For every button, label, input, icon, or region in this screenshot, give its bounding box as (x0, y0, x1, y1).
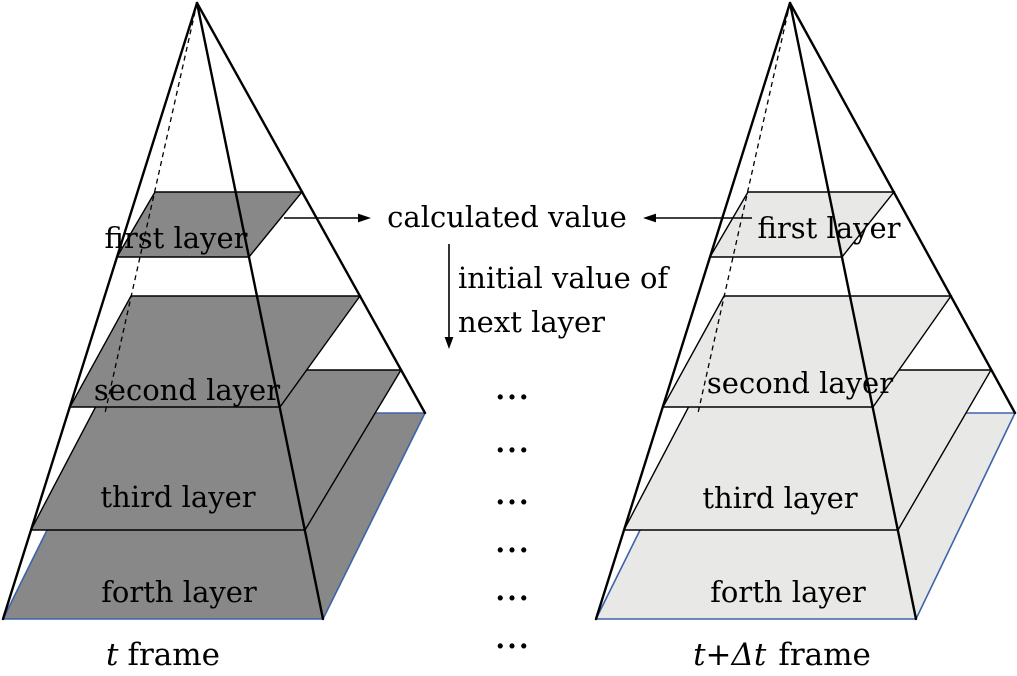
t-pyramid-second-layer-label: second layer (94, 373, 280, 407)
tdt-pyramid-back-right-edge (788, 1, 1017, 415)
tdt-pyramid-left-edge (594, 1, 792, 621)
initial-value-label-line2: next layer (458, 305, 605, 339)
ellipsis-column: ··· ··· ··· ··· ··· ··· (495, 381, 530, 663)
tdt-pyramid-first-layer-label: first layer (758, 211, 901, 245)
ellipsis-row: ··· (495, 434, 530, 467)
ellipsis-row: ··· (495, 582, 530, 615)
arrow-t-first-layer-to-calculated-value (284, 213, 371, 223)
tdt-pyramid-third-layer-label: third layer (702, 481, 857, 515)
calculated-value-label: calculated value (387, 200, 627, 234)
ellipsis-row: ··· (495, 381, 530, 414)
arrow-initial-value-down (444, 244, 454, 349)
tdt-pyramid-hidden-back-edge (697, 2, 791, 414)
t-delta-t-frame-pyramid: first layer second layer third layer for… (594, 1, 1017, 673)
arrowhead-right-icon (358, 213, 371, 223)
initial-value-label-line1: initial value of (458, 261, 670, 295)
t-pyramid-front-right-edge (195, 1, 325, 621)
arrowhead-down-icon (444, 337, 454, 349)
arrowhead-left-icon (643, 213, 656, 223)
ellipsis-row: ··· (495, 534, 530, 567)
ellipsis-row: ··· (495, 486, 530, 519)
ellipsis-row: ··· (495, 630, 530, 663)
t-pyramid-left-edge (1, 1, 199, 621)
t-pyramid-third-layer-label: third layer (100, 480, 255, 514)
t-pyramid-hidden-back-edge (104, 2, 198, 414)
tdt-pyramid-forth-layer-label: forth layer (710, 575, 866, 609)
t-pyramid-back-right-edge (195, 1, 427, 415)
tdt-pyramid-front-right-edge (788, 1, 918, 621)
t-pyramid-forth-layer-label: forth layer (101, 575, 257, 609)
t-pyramid-first-layer-label: first layer (105, 221, 248, 255)
t-frame-pyramid: first layer second layer third layer for… (1, 1, 427, 673)
arrow-tdt-first-layer-to-calculated-value (643, 213, 752, 223)
tdt-pyramid-second-layer-label: second layer (707, 366, 893, 400)
center-annotations: calculated value initial value of next l… (284, 200, 752, 663)
